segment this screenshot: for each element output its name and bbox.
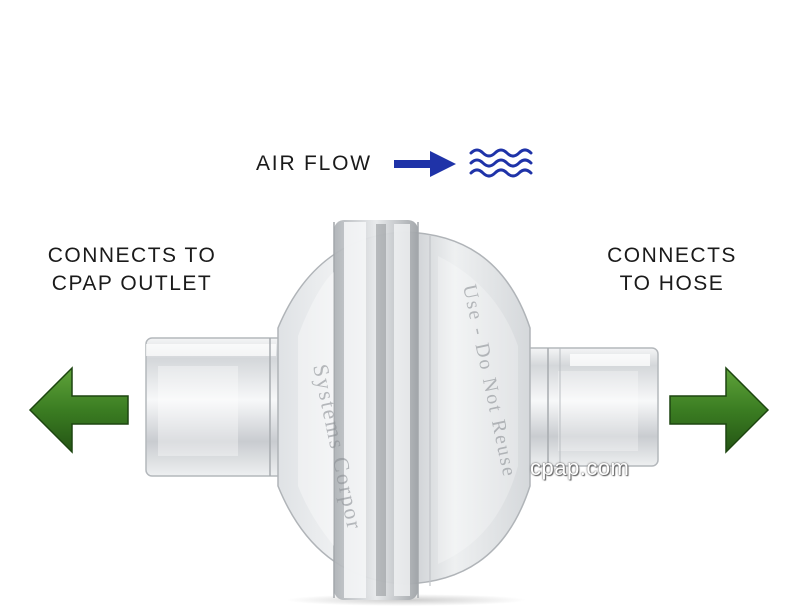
air-flow-label: AIR FLOW xyxy=(256,152,372,175)
hose-label: CONNECTS TO HOSE xyxy=(607,244,737,295)
flow-arrow-icon xyxy=(394,151,456,177)
cpap-outlet-label: CONNECTS TO CPAP OUTLET xyxy=(47,244,217,295)
watermark-logo: cpap.com xyxy=(530,455,630,480)
right-arrow-icon xyxy=(669,366,770,454)
air-wave-icon xyxy=(469,148,533,178)
bacteria-filter-device: Systems Corpor Use - Do Not Reuse xyxy=(145,220,659,606)
left-arrow-icon xyxy=(28,366,129,454)
